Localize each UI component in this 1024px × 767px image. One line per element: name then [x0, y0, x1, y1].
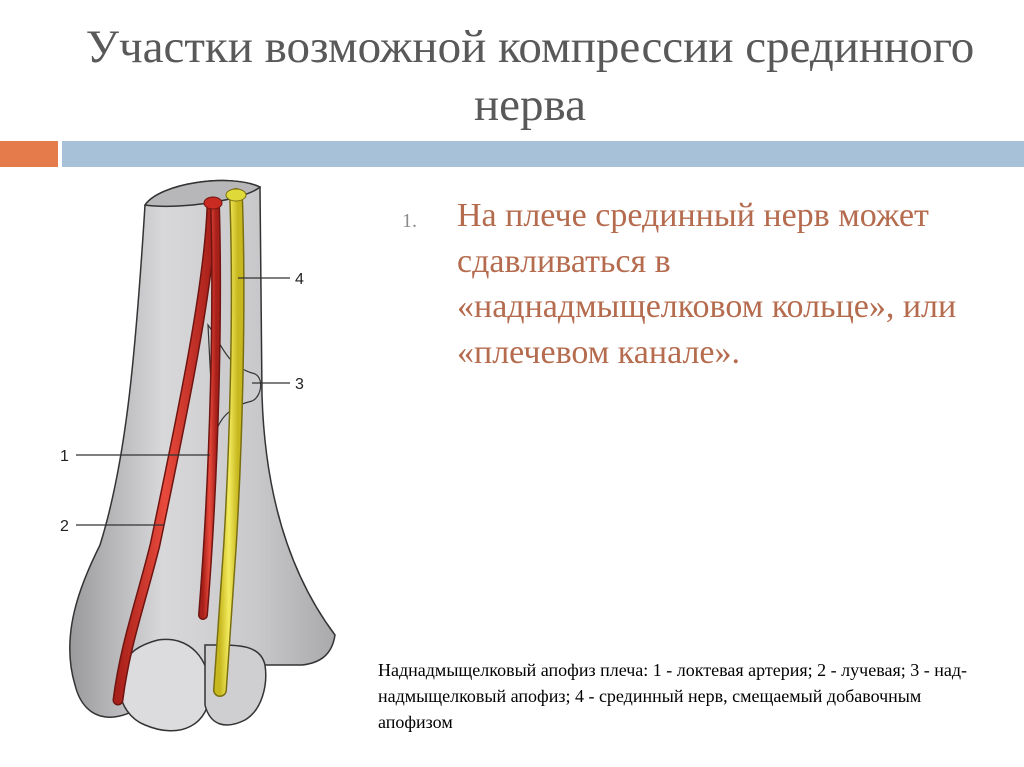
figure-caption: Наднадмыщелковый апофиз плеча: 1 - локте… — [378, 660, 967, 732]
label-1: 1 — [60, 448, 69, 465]
median-nerve — [213, 188, 247, 697]
callout-3: 3 — [252, 376, 304, 393]
label-3: 3 — [295, 376, 304, 393]
accent-bar-orange — [0, 141, 58, 167]
bullet-number: 1. — [402, 210, 417, 232]
callout-1: 1 — [60, 448, 210, 465]
accent-bar-blue — [62, 141, 1024, 167]
artery — [112, 196, 223, 706]
callout-4: 4 — [238, 271, 304, 288]
humerus-illustration: 4 3 1 2 — [60, 179, 336, 732]
bullet-text: На плече срединный нерв может сдавливать… — [457, 197, 957, 371]
slide-title: Участки возможной компрессии срединного … — [85, 21, 975, 131]
callout-2: 2 — [60, 518, 164, 535]
label-4: 4 — [295, 271, 304, 288]
label-2: 2 — [60, 518, 69, 535]
